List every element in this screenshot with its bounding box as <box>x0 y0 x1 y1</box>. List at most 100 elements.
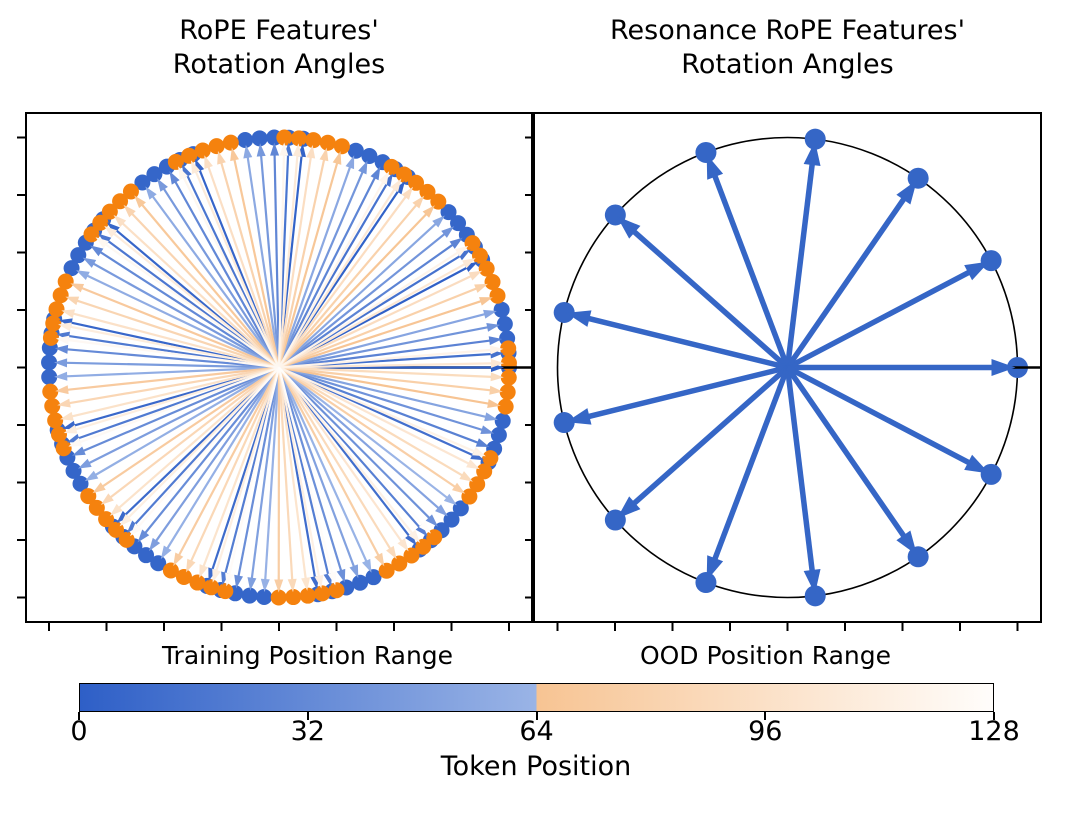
token-arrow-shaft <box>66 361 280 369</box>
arrow-head <box>55 335 70 345</box>
resonance-token-dot <box>980 463 1002 485</box>
ood-token-dot <box>419 183 436 200</box>
arrow-head <box>489 345 504 355</box>
arrow-head <box>243 144 253 159</box>
training-token-dot <box>63 260 80 277</box>
ood-token-dot <box>122 183 139 200</box>
token-arrow-shaft <box>278 176 376 368</box>
arrow-head <box>349 564 359 579</box>
token-arrow-shaft <box>131 212 280 369</box>
resonance-token-dot <box>804 128 826 150</box>
token-arrow-shaft <box>74 366 280 431</box>
arrow-head <box>191 160 201 175</box>
arrow-head <box>199 564 209 578</box>
arrow-head <box>466 459 480 470</box>
arrow-head <box>287 578 297 593</box>
token-arrow-shaft <box>207 166 281 368</box>
token-arrow-shaft <box>278 251 459 369</box>
ood-token-dot <box>47 412 64 429</box>
arrow-head <box>803 568 821 594</box>
arrow-head <box>964 454 990 474</box>
arrow-head <box>90 245 104 257</box>
token-arrow-shaft <box>277 367 343 572</box>
token-arrow-shaft <box>278 243 454 369</box>
ood-token-dot <box>319 134 336 151</box>
token-arrow-shaft <box>277 367 294 581</box>
token-arrow-shaft <box>154 366 280 542</box>
arrow-head <box>157 178 168 192</box>
arrow-head <box>160 545 172 559</box>
arrow-head <box>472 446 486 457</box>
token-arrow-shaft <box>79 366 280 444</box>
ood-token-dot <box>80 488 97 505</box>
arrow-head <box>72 446 86 456</box>
arrow-head <box>100 493 114 505</box>
training-token-dot <box>138 547 155 564</box>
ood-token-dot <box>333 138 350 155</box>
arrow-head <box>212 568 221 583</box>
ood-token-dot <box>464 235 481 252</box>
arrow-head <box>441 226 455 238</box>
resonance-arrow-shaft <box>784 367 816 573</box>
token-arrow-shaft <box>278 312 486 369</box>
token-arrow-shaft <box>151 195 280 369</box>
arrow-head <box>58 322 72 332</box>
arrow-head <box>991 359 1016 376</box>
token-arrow-shaft <box>278 232 446 369</box>
resonance-token-dot <box>553 301 575 323</box>
ood-token-dot <box>175 568 192 585</box>
colorbar-tick-label: 64 <box>519 716 554 747</box>
arrow-head <box>134 195 146 209</box>
token-arrow-shaft <box>162 187 280 369</box>
rope-angles-plot <box>17 112 533 631</box>
arrow-head <box>405 532 417 546</box>
arrow-head <box>76 270 90 280</box>
arrow-head <box>386 545 397 560</box>
token-arrow-shaft <box>237 367 281 577</box>
arrow-head <box>489 385 503 395</box>
ood-token-dot <box>469 476 486 493</box>
token-arrow-shaft <box>182 176 280 368</box>
token-arrow-shaft <box>273 154 281 368</box>
arrow-head <box>173 552 184 567</box>
ood-token-dot <box>217 583 234 600</box>
ood-token-dot <box>476 463 493 480</box>
arrow-head <box>443 493 457 506</box>
token-arrow-shaft <box>278 188 396 369</box>
token-arrow-shaft <box>278 366 380 557</box>
arrow-head <box>408 529 421 543</box>
colorbar-tick <box>535 712 538 720</box>
token-arrow-shaft <box>277 367 334 575</box>
arrow-head <box>230 147 239 162</box>
token-arrow-shaft <box>215 367 281 572</box>
training-token-dot <box>365 569 382 586</box>
arrow-head <box>65 296 80 306</box>
ood-token-dot <box>478 260 495 277</box>
arrow-head <box>483 309 497 319</box>
ood-token-dot <box>500 369 517 386</box>
token-arrow-shaft <box>278 299 482 369</box>
token-arrow-shaft <box>278 366 431 519</box>
token-arrow-shaft <box>278 366 456 488</box>
training-token-dot <box>450 215 467 232</box>
resonance-arrow-shaft <box>784 162 816 368</box>
ood-token-dot <box>167 153 184 170</box>
token-arrow-shaft <box>67 366 280 391</box>
arrow-head <box>61 309 76 319</box>
resonance-arrow-shaft <box>786 365 972 466</box>
arrow-head <box>113 215 127 228</box>
token-arrow-shaft <box>104 243 280 369</box>
training-token-dot <box>134 174 151 191</box>
ood-token-dot <box>391 555 408 572</box>
arrow-head <box>422 205 435 218</box>
ood-token-dot <box>471 247 488 264</box>
arrow-head <box>123 204 136 218</box>
token-arrow-shaft <box>278 204 418 369</box>
ood-token-dot <box>270 589 287 606</box>
token-arrow-shaft <box>68 366 280 405</box>
training-token-dot <box>241 587 258 604</box>
resonance-arrow-shaft <box>586 364 789 420</box>
arrow-head <box>274 579 284 593</box>
resonance-arrow-shaft <box>785 365 907 539</box>
